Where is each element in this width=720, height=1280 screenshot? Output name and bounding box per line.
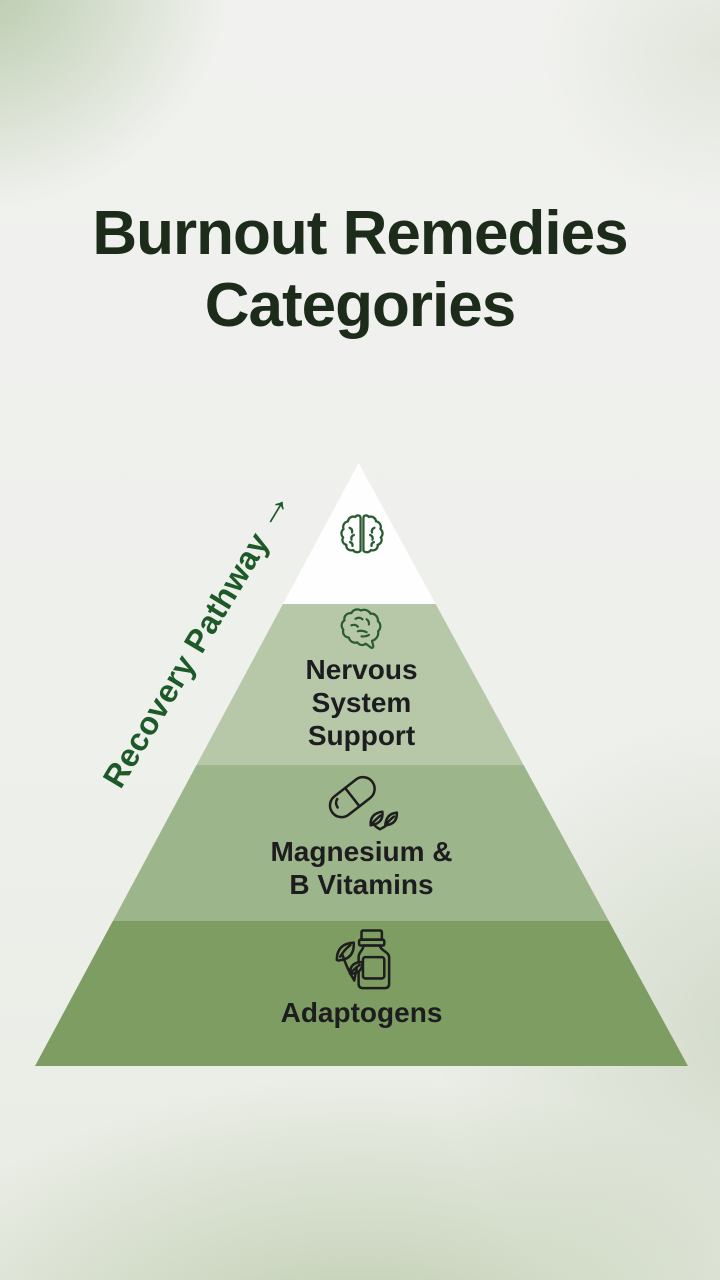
tier-label-line: Nervous — [305, 654, 418, 685]
page-title: Burnout Remedies Categories — [0, 198, 720, 342]
capsule-leaves-icon — [319, 771, 405, 833]
page-title-line2: Categories — [204, 271, 516, 340]
tier-label-magnesium-b-vitamins: Magnesium & B Vitamins — [270, 835, 452, 901]
tier-label-line: Magnesium & — [270, 836, 453, 867]
page-title-line1: Burnout Remedies — [92, 199, 628, 268]
tier-adaptogens: Adaptogens — [35, 921, 688, 1066]
tier-peak — [35, 463, 688, 604]
tier-label-nervous-system-support: Nervous System Support — [305, 653, 417, 752]
brain-front-icon — [339, 513, 385, 555]
tier-magnesium-b-vitamins: Magnesium & B Vitamins — [35, 765, 688, 921]
tier-label-adaptogens: Adaptogens — [281, 996, 443, 1029]
tier-label-line: Adaptogens — [280, 997, 443, 1028]
tier-label-line: B Vitamins — [289, 869, 434, 900]
tier-label-line: Support — [307, 720, 416, 751]
bottle-leaf-icon — [331, 928, 393, 994]
tier-label-line: System — [311, 687, 412, 718]
brain-side-icon — [338, 606, 386, 651]
